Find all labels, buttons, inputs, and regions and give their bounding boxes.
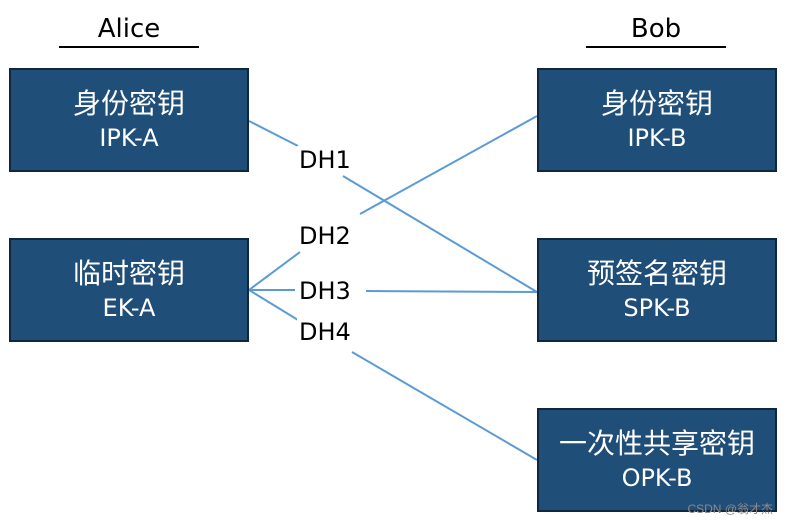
ipk-a-name: 身份密钥	[72, 87, 185, 120]
dh3-line-b	[365, 290, 538, 293]
ipk-a-box: 身份密钥 IPK-A	[9, 68, 249, 172]
ipk-b-code: IPK-B	[627, 124, 687, 152]
dh2-line-b	[359, 115, 538, 215]
ipk-b-box: 身份密钥 IPK-B	[537, 68, 777, 172]
dh1-line-a	[248, 120, 299, 147]
dh4-line-b	[351, 351, 538, 461]
ek-a-name: 临时密钥	[72, 257, 185, 290]
opk-b-box: 一次性共享密钥 OPK-B	[537, 408, 777, 512]
bob-underline	[586, 46, 726, 48]
dh1-label: DH1	[297, 146, 353, 174]
alice-underline	[59, 46, 199, 48]
bob-label: Bob	[630, 14, 682, 44]
ek-a-code: EK-A	[102, 294, 156, 322]
dh2-line-a	[248, 251, 301, 291]
alice-label: Alice	[97, 14, 161, 44]
dh1-line-b	[342, 175, 538, 293]
dh2-label: DH2	[297, 222, 353, 250]
ek-a-box: 临时密钥 EK-A	[9, 238, 249, 342]
ipk-a-code: IPK-A	[99, 124, 159, 152]
opk-b-code: OPK-B	[621, 464, 693, 492]
opk-b-name: 一次性共享密钥	[558, 427, 755, 460]
dh4-line-a	[248, 289, 299, 321]
dh3-label: DH3	[297, 277, 353, 305]
spk-b-box: 预签名密钥 SPK-B	[537, 238, 777, 342]
ipk-b-name: 身份密钥	[600, 87, 713, 120]
spk-b-name: 预签名密钥	[586, 257, 727, 290]
watermark: CSDN @翁才杰	[687, 502, 773, 516]
dh4-label: DH4	[297, 318, 353, 346]
spk-b-code: SPK-B	[623, 294, 691, 322]
